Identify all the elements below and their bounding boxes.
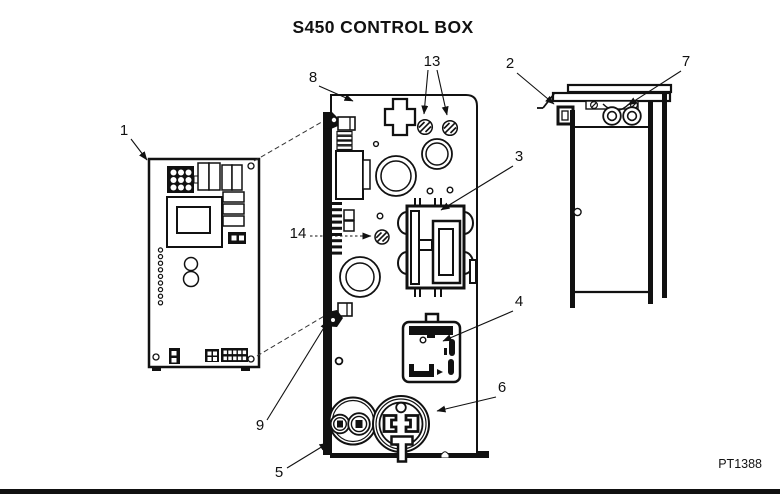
duplex-receptacle <box>328 396 378 446</box>
callout-8-leader <box>318 85 354 102</box>
connector-block <box>397 198 474 297</box>
panel-screw-13b <box>441 119 459 137</box>
bottom-border <box>0 489 780 494</box>
rail-terminal-teeth <box>331 202 355 255</box>
board-capacitor <box>183 256 199 272</box>
board-bottom-connectors <box>169 348 248 364</box>
callout-13-leader <box>436 69 449 116</box>
board-capacitor <box>182 270 200 288</box>
callout-6-leader <box>436 396 497 413</box>
callout-13-leader <box>421 69 429 115</box>
board-mounting-hole <box>152 353 160 361</box>
board-foot <box>241 367 250 371</box>
callout-2-label: 2 <box>506 55 514 72</box>
board-foot <box>152 367 161 371</box>
panel-hole <box>446 186 454 194</box>
callout-4-label: 4 <box>515 293 523 310</box>
side-knobs <box>602 106 642 126</box>
board-mounting-hole <box>247 162 255 170</box>
part-number: PT1388 <box>718 457 762 471</box>
page-title: S450 CONTROL BOX <box>292 17 473 37</box>
box-right-wall <box>648 101 653 304</box>
panel-round-opening <box>421 138 453 170</box>
callout-3-label: 3 <box>515 148 523 165</box>
board-transformer <box>166 196 223 248</box>
board-pin-connector <box>167 166 200 193</box>
side-view <box>537 83 673 308</box>
panel-round-opening <box>339 256 381 298</box>
callout-3-leader <box>440 165 514 211</box>
callout-4-leader <box>442 310 514 342</box>
box-left-wall <box>570 110 575 308</box>
door-hole <box>573 207 582 217</box>
lid-lower-bar <box>551 91 672 103</box>
panel-hole <box>376 212 384 220</box>
panel-screw-13a <box>416 118 434 136</box>
relay <box>401 312 462 384</box>
callout-1-leader <box>130 138 148 161</box>
callout-7-label: 7 <box>682 53 690 70</box>
callout-9-label: 9 <box>256 417 264 434</box>
alignment-lines <box>253 118 332 357</box>
panel-hole <box>426 187 434 195</box>
board-relays <box>197 162 243 191</box>
rail-transformer <box>335 150 371 200</box>
callout-7-leader <box>627 70 682 106</box>
callout-5-label: 5 <box>275 464 283 481</box>
cross-cutout <box>383 97 417 137</box>
callout-8-label: 8 <box>309 69 317 86</box>
board-jumper <box>228 232 246 244</box>
rail-heatsink <box>336 130 353 151</box>
callout-2-leader <box>516 72 555 105</box>
callout-13-label: 13 <box>424 53 441 70</box>
panel-hole <box>334 356 344 366</box>
callout-14-label: 14 <box>290 225 307 242</box>
hinge-clip-top <box>323 112 356 131</box>
callout-9-leader <box>266 320 329 421</box>
control-board <box>147 157 261 371</box>
twist-lock-receptacle <box>372 395 430 463</box>
box-back-wall <box>662 92 667 298</box>
callout-5-leader <box>286 442 329 469</box>
board-header-pins <box>157 247 164 306</box>
callouts: 1 8 13 2 7 3 14 4 6 9 5 <box>120 53 690 481</box>
board-terminal-stack <box>222 191 245 227</box>
callout-1-label: 1 <box>120 122 128 139</box>
lid-top-bar <box>566 83 673 94</box>
callout-6-label: 6 <box>498 379 506 396</box>
rail-strip <box>323 112 331 455</box>
panel-hole <box>372 140 380 148</box>
panel-round-opening <box>375 155 417 197</box>
panel-bottom-edge <box>330 451 488 458</box>
panel-screw-14 <box>374 229 390 245</box>
panel-slot <box>469 259 477 284</box>
board-mounting-hole <box>247 355 255 363</box>
